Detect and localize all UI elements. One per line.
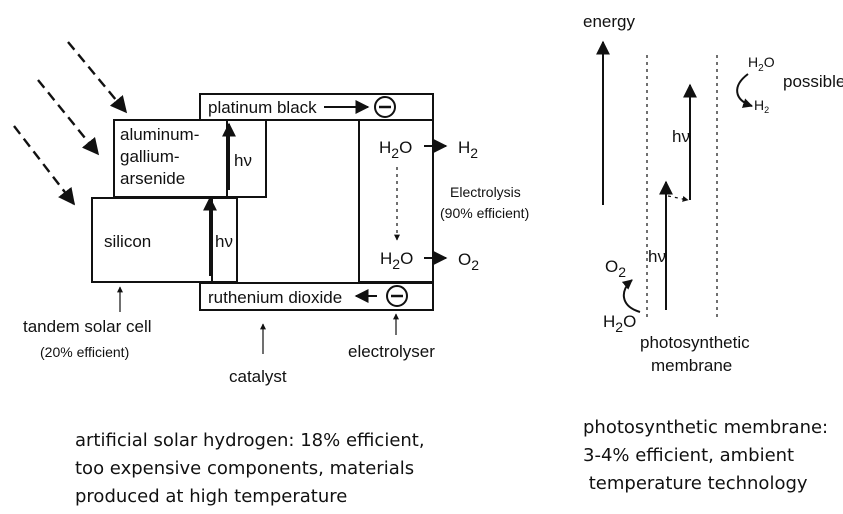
possible-label: possible: [783, 72, 843, 91]
algaas-label-line1: aluminum-: [120, 125, 199, 144]
oxygen-label: O2: [458, 250, 479, 273]
electrolysis-label: Electrolysis: [450, 184, 521, 200]
hv-label-upper: hν: [672, 127, 690, 146]
h2-possible-label: H2: [754, 97, 769, 115]
water-top-label: H2O: [379, 138, 412, 161]
solar-rays: [13, 41, 128, 206]
caption-left-line1: artificial solar hydrogen: 18% efficient…: [75, 430, 425, 451]
water-possible-label: H2O: [748, 54, 775, 74]
hv-label-top: hν: [234, 151, 252, 170]
caption-right-line2: 3-4% efficient, ambient: [583, 445, 794, 466]
energy-label: energy: [583, 12, 635, 31]
hv-label-lower: hν: [648, 247, 666, 266]
membrane-label-line1: photosynthetic: [640, 333, 750, 352]
ruthenium-dioxide-label: ruthenium dioxide: [208, 288, 342, 307]
membrane-label-line2: membrane: [651, 356, 732, 375]
possible-curve-arrow: [736, 73, 753, 108]
caption-right-line1: photosynthetic membrane:: [583, 417, 828, 438]
algaas-label-line3: arsenide: [120, 169, 185, 188]
hydrogen-label: H2: [458, 138, 478, 161]
water-bottom-label: H2O: [380, 249, 413, 272]
tandem-efficiency: (20% efficient): [40, 344, 129, 360]
water-oxidation-curve: [621, 279, 641, 313]
caption-left-line2: too expensive components, materials: [75, 458, 414, 479]
silicon-label: silicon: [104, 232, 151, 251]
water-oxidation-label: H2O: [603, 312, 636, 335]
sun-ray-3: [13, 125, 76, 206]
catalyst-label: catalyst: [229, 367, 287, 386]
sun-ray-2: [37, 79, 100, 156]
platinum-black-label: platinum black: [208, 98, 317, 117]
electron-transfer-arrow: [667, 195, 689, 202]
algaas-label-line2: gallium-: [120, 147, 180, 166]
o2-label: O2: [605, 257, 626, 280]
caption-right-line3: temperature technology: [583, 473, 808, 494]
electrolyser-label: electrolyser: [348, 342, 435, 361]
hv-label-bottom: hν: [215, 232, 233, 251]
tandem-solar-cell-label: tandem solar cell: [23, 317, 152, 336]
sun-ray-1: [67, 41, 128, 114]
caption-left-line3: produced at high temperature: [75, 486, 347, 507]
electrolysis-efficiency: (90% efficient): [440, 205, 529, 221]
